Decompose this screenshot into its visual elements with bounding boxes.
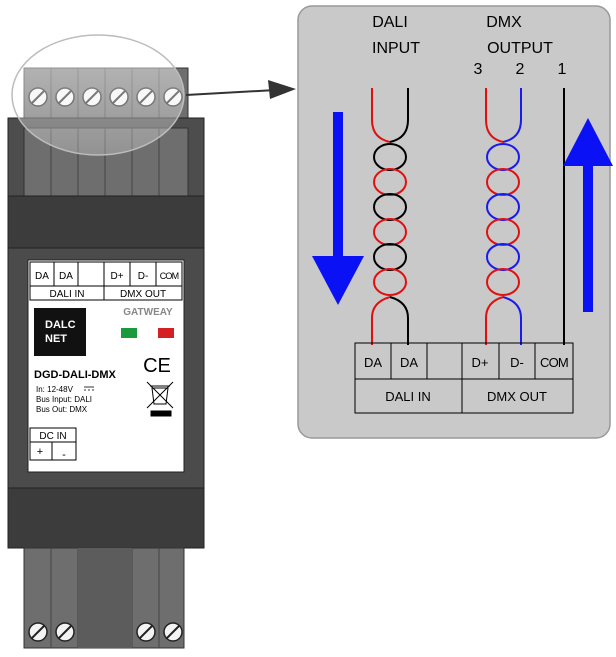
zoom-pointer-arrow	[185, 80, 296, 99]
dali-direction-arrow-down-icon	[312, 112, 364, 305]
zoom-group-dmx-out: DMX OUT	[487, 389, 547, 404]
dmx-pin-number-3: 3	[474, 61, 483, 78]
housing-lower-band	[7, 487, 205, 549]
brand-line-2: NET	[45, 333, 67, 345]
dmx-direction-arrow-up-icon	[563, 118, 613, 312]
dali-input-label-line-1: DALI	[372, 14, 408, 31]
dc-plus-label: +	[37, 446, 43, 458]
bottom-terminal-gap	[78, 548, 132, 648]
zoom-terminal-dminus: D-	[510, 355, 524, 370]
label-group-dmx-out: DMX OUT	[120, 289, 166, 300]
dmx-pin-number-2: 2	[516, 61, 525, 78]
spec-bus-output: Bus Out: DMX	[36, 405, 88, 414]
zoom-terminal-dplus: D+	[472, 355, 489, 370]
dc-minus-label: -	[62, 449, 66, 461]
zoom-terminal-da-2: DA	[400, 355, 418, 370]
label-terminal-dplus: D+	[110, 271, 123, 282]
zoom-terminal-com: COM	[540, 355, 568, 370]
screw-icon	[28, 622, 48, 642]
dmx-pin-number-1: 1	[558, 61, 567, 78]
zoom-terminal-da-1: DA	[364, 355, 382, 370]
screw-icon	[163, 622, 183, 642]
zoom-panel: DALI INPUT DMX OUTPUT 3 2 1	[297, 5, 613, 439]
zoom-panel-background	[297, 5, 611, 439]
dmx-output-label-line-2: OUTPUT	[487, 40, 553, 57]
label-terminal-dminus: D-	[138, 271, 149, 282]
status-led-red	[158, 328, 174, 338]
housing-upper-band	[7, 195, 205, 249]
din-rail-device: DA DA D+ D- COM DALI IN DMX OUT DALC NET…	[7, 34, 205, 649]
device-label	[27, 259, 185, 473]
status-led-green	[121, 328, 137, 338]
dc-symbol-icon	[84, 386, 94, 391]
gateway-label: GATWEAY	[123, 307, 173, 318]
dmx-twisted-pair	[485, 88, 522, 345]
spec-input-voltage: In: 12-48V	[36, 385, 74, 394]
dali-twisted-pair	[371, 88, 409, 345]
dali-input-label-line-2: INPUT	[372, 40, 420, 57]
zoom-group-dali-in: DALI IN	[385, 389, 431, 404]
screw-icon	[55, 622, 75, 642]
zoom-terminal-table	[354, 342, 574, 414]
label-terminal-com: COM	[160, 271, 179, 281]
label-terminal-row	[29, 261, 183, 301]
dc-in-label: DC IN	[39, 431, 66, 442]
bottom-screw-row	[28, 622, 183, 642]
spec-bus-input: Bus Input: DALI	[36, 395, 92, 404]
dmx-output-label-line-1: DMX	[486, 14, 522, 31]
ce-mark: CE	[143, 355, 171, 377]
label-group-dali-in: DALI IN	[49, 289, 84, 300]
brand-line-1: DALC	[45, 319, 76, 331]
screw-icon	[136, 622, 156, 642]
weee-bin-icon	[146, 381, 174, 417]
magnifier-lens	[11, 34, 185, 156]
brand-logo	[34, 308, 86, 356]
dc-in-box	[29, 427, 77, 461]
model-name: DGD-DALI-DMX	[34, 369, 117, 381]
label-terminal-da-1: DA	[35, 271, 49, 282]
label-terminal-da-2: DA	[59, 271, 73, 282]
